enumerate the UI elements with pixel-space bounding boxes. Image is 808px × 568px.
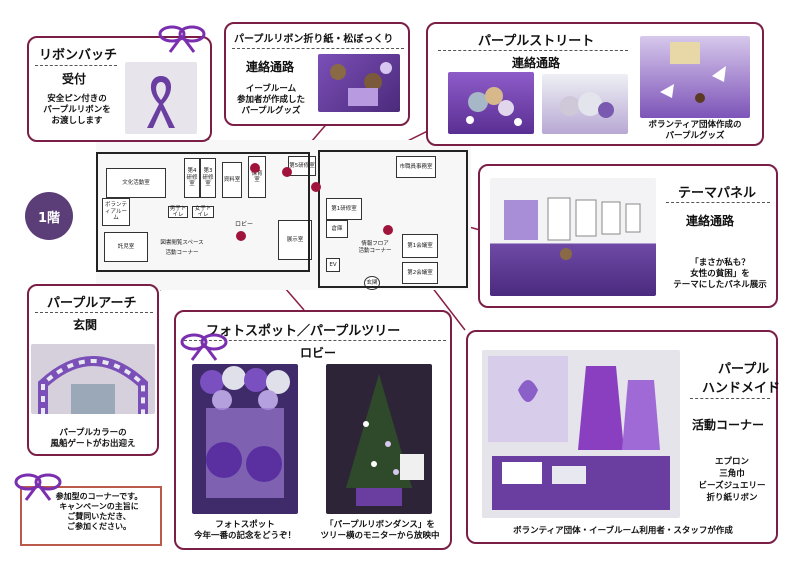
map-room: 図書閲覧スペース [160,239,204,246]
ribbon-badge-title: リボンバッチ [39,48,118,63]
handmade-location: 活動コーナー [692,418,765,432]
purple-tree-photo [326,364,432,514]
map-room: 活動コーナー [165,249,199,256]
map-room: 情報フロア [361,240,389,247]
map-marker-activity [383,225,393,235]
street-photo-1 [448,72,534,134]
theme-panel-description: 「まさか私も？ 女性の貧困」を テーマにしたパネル展示 [673,258,767,290]
map-marker-reception [250,163,260,173]
theme-panel-location: 連絡通路 [686,214,735,228]
map-room: ロビー [234,220,253,228]
arch-photo [31,344,155,414]
map-room: 市職員事務室 [396,156,436,178]
ribbon-badge-location: 受付 [62,72,87,86]
purple-street-panel: パープルストリート 連絡通路 ボランティア団体作成の パープルグッズ [426,22,764,146]
divider [184,340,446,341]
photo-spot-photo [192,364,298,514]
divider [35,312,153,313]
street-photo-2 [542,74,628,134]
purple-street-location: 連絡通路 [512,56,561,70]
purple-street-title: パープルストリート [478,34,595,49]
participation-note-text: 参加型のコーナーです。 キャンペーンの主旨に ご賛同いただき、 ご参加ください。 [55,492,143,531]
ribbon-photo [125,62,197,134]
origami-panel: パープルリボン折り紙・松ぼっくり 連絡通路 イーブルーム 参加者が作成した パー… [224,22,410,126]
photo-spot-panel: フォトスポット／パープルツリー ロビー フォトスポット 今年一番の記念をどうぞ！… [174,310,452,550]
divider [666,202,770,203]
purple-arch-description: パープルカラーの 風船ゲートがお出迎え [50,428,136,449]
photo-spot-caption-right: 「パープルリボンダンス」を ツリー横のモニターから放映中 [320,520,440,541]
map-room: 男子トイレ [168,205,188,218]
origami-location: 連絡通路 [246,60,295,74]
theme-panel-photo [490,178,656,296]
map-marker-origami [282,167,292,177]
map-room: 女子トイレ [192,206,214,218]
purple-arch-title: パープルアーチ [47,296,137,311]
ribbon-decoration-icon [14,473,62,501]
handmade-items: エプロン 三角巾 ビーズジュエリー 折り紙リボン [698,457,766,503]
photo-spot-caption-left: フォトスポット 今年一番の記念をどうぞ！ [193,520,296,541]
photo-spot-location: ロビー [300,346,337,360]
map-room: 倉庫 [326,220,348,238]
purple-arch-panel: パープルアーチ 玄関 パープルカラーの 風船ゲートがお出迎え [27,284,159,456]
map-room: 第1会議室 [402,234,438,258]
origami-description: イーブルーム 参加者が作成した パープルグッズ [236,84,305,116]
map-room: 展示室 [278,220,312,260]
theme-panel-panel: テーマパネル 連絡通路 「まさか私も？ 女性の貧困」を テーマにしたパネル展示 [478,164,778,308]
handmade-title: パープル ハンドメイド [702,362,781,396]
purple-street-caption: ボランティア団体作成の パープルグッズ [648,120,742,141]
divider [438,50,628,51]
participation-note: 参加型のコーナーです。 キャンペーンの主旨に ご賛同いただき、 ご参加ください。 [20,486,162,546]
map-room: 託児室 [104,232,148,262]
divider [690,398,770,399]
purple-arch-location: 玄関 [73,318,98,332]
street-photo-3 [640,36,750,118]
ribbon-decoration-icon [158,25,206,53]
floor-badge: 1階 [25,192,73,240]
handmade-caption: ボランティア団体・イーブルーム利用者・スタッフが作成 [513,526,733,536]
map-marker-street [311,182,321,192]
map-room: 文化活動室 [106,168,166,198]
photo-spot-title: フォトスポット／パープルツリー [206,324,401,339]
map-marker-lobby [236,231,246,241]
map-outline-west [96,152,310,272]
ribbon-badge-panel: リボンバッチ 受付 安全ピン付きの パープルリボンを お渡しします [27,36,212,142]
map-room: EV [326,258,340,272]
map-room: ボランティアルーム [102,198,130,226]
origami-title: パープルリボン折り紙・松ぼっくり [234,34,394,45]
map-room: 第1研修室 [326,198,362,220]
theme-panel-title: テーマパネル [678,186,757,201]
ribbon-decoration-icon [180,333,228,361]
ribbon-badge-description: 安全ピン付きの パープルリボンを お渡しします [43,94,111,126]
map-room: 資料室 [222,162,242,198]
floor-map: 文化活動室 第4研修室 第3研修室 資料室 保育室 第5研修室 市職員事務室 ボ… [96,140,471,290]
origami-photo [318,54,400,112]
map-room: 活動コーナー [358,247,392,254]
map-room: 第2会議室 [402,262,438,284]
map-outline-east [318,150,468,288]
divider [35,65,117,66]
handmade-photo [482,350,680,518]
map-room: 第4研修室 [184,158,200,198]
divider [232,48,404,49]
handmade-panel: パープル ハンドメイド 活動コーナー エプロン 三角巾 ビーズジュエリー 折り紙… [466,330,781,544]
map-room: 第3研修室 [200,158,216,198]
